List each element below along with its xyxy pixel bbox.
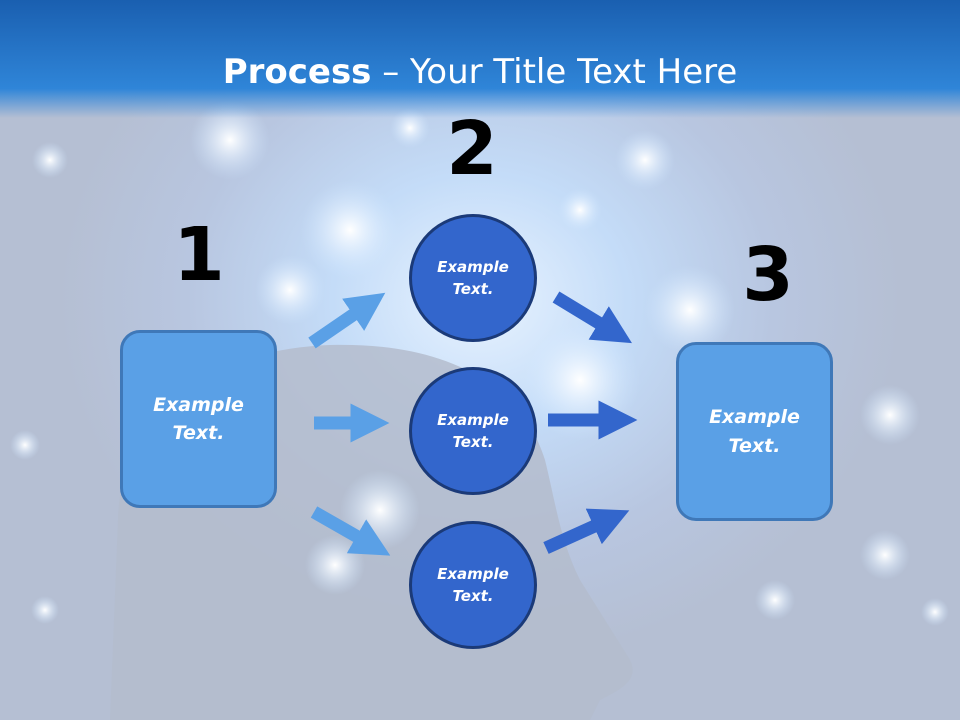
arrow-from-circle-3 xyxy=(543,508,630,554)
circle-1-line1: Example xyxy=(437,257,509,276)
circle-3-line2: Text. xyxy=(452,587,494,605)
title-bar: Process – Your Title Text Here xyxy=(0,0,960,118)
circle-3-line1: Example xyxy=(437,564,509,583)
left-box-line2: Text. xyxy=(172,422,225,444)
right-box-line1: Example xyxy=(709,406,800,428)
slide-title: Process – Your Title Text Here xyxy=(0,52,960,92)
circle-2-line1: Example xyxy=(437,410,509,429)
arrow-from-circle-1 xyxy=(552,291,633,344)
arrow-to-circle-1 xyxy=(308,292,386,349)
circle-1-line2: Text. xyxy=(452,280,494,298)
circle-2-line2: Text. xyxy=(452,433,494,451)
step-number-2: 2 xyxy=(446,106,498,192)
step-number-3: 3 xyxy=(742,232,794,318)
right-box-line2: Text. xyxy=(728,434,781,457)
left-box-line1: Example xyxy=(153,393,244,416)
title-rest: – Your Title Text Here xyxy=(371,52,738,92)
arrow-to-circle-3 xyxy=(310,506,391,556)
title-bold: Process xyxy=(222,52,372,92)
step-number-1: 1 xyxy=(173,212,225,298)
